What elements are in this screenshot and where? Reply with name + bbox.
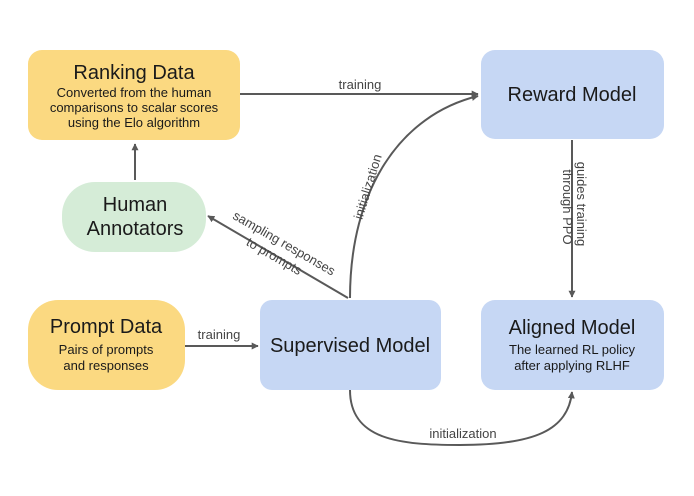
- node-supervised-model: Supervised Model: [260, 300, 441, 390]
- prompt-data-title: Prompt Data: [50, 316, 163, 338]
- supervised-model-title: Supervised Model: [270, 335, 430, 357]
- edge-label-training-bottom: training: [198, 327, 241, 342]
- prompt-data-line1: Pairs of prompts: [59, 342, 154, 357]
- node-reward-model: Reward Model: [481, 50, 664, 139]
- node-prompt-data: Prompt Data Pairs of prompts and respons…: [28, 300, 185, 390]
- reward-model-title: Reward Model: [508, 84, 637, 106]
- ranking-data-title: Ranking Data: [73, 62, 195, 84]
- prompt-data-line2: and responses: [63, 358, 149, 373]
- edge-reward-to-aligned: guides training through PPO: [560, 140, 589, 298]
- ranking-data-line2: comparisons to scalar scores: [50, 100, 219, 115]
- node-aligned-model: Aligned Model The learned RL policy afte…: [481, 300, 664, 390]
- edge-supervised-to-aligned: initialization: [349, 389, 575, 447]
- human-annotators-line1: Human: [103, 194, 167, 216]
- aligned-model-line2: after applying RLHF: [514, 358, 630, 373]
- node-human-annotators: Human Annotators: [62, 182, 206, 252]
- edge-label-guides-training: guides training: [574, 162, 589, 247]
- aligned-model-title: Aligned Model: [509, 317, 636, 339]
- edge-ranking-to-reward: training: [240, 77, 479, 98]
- edge-supervised-to-reward: initialization: [349, 94, 479, 299]
- edge-prompt-to-supervised: training: [185, 327, 259, 350]
- human-annotators-line2: Annotators: [87, 218, 184, 240]
- edge-label-training-top: training: [339, 77, 382, 92]
- node-ranking-data: Ranking Data Converted from the human co…: [28, 50, 240, 140]
- ranking-data-line3: using the Elo algorithm: [68, 115, 200, 130]
- edge-supervised-to-annotators: sampling responses to prompts: [207, 208, 349, 299]
- aligned-model-line1: The learned RL policy: [509, 342, 635, 357]
- ranking-data-line1: Converted from the human: [57, 85, 212, 100]
- edge-label-initialization-bottom: initialization: [429, 426, 496, 441]
- edge-label-through-ppo: through PPO: [560, 169, 575, 244]
- edge-label-initialization-curve: initialization: [351, 152, 385, 221]
